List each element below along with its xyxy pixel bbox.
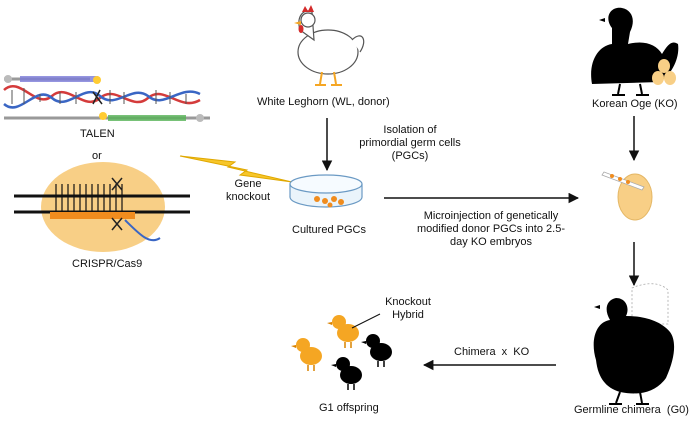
label-isolation-line1: Isolation of <box>383 124 437 136</box>
flow-arrows <box>321 116 640 371</box>
label-gene-knockout-line1: Gene <box>234 178 262 190</box>
embryo-egg-icon <box>601 171 653 221</box>
black-chick-icon <box>331 357 362 390</box>
petri-dish-icon <box>289 174 363 208</box>
label-talen: TALEN <box>80 128 115 140</box>
black-chick-icon <box>361 334 392 367</box>
label-microinjection-line2: modified donor PGCs into 2.5- <box>417 223 565 235</box>
label-white-leghorn: White Leghorn (WL, donor) <box>257 96 390 108</box>
label-isolation: Isolation of primordial germ cells (PGCs… <box>350 124 470 163</box>
label-microinjection: Microinjection of genetically modified d… <box>406 210 576 249</box>
label-gene-knockout: Gene knockout <box>218 178 278 204</box>
label-crispr: CRISPR/Cas9 <box>72 258 143 270</box>
white-chicken-icon <box>294 5 365 86</box>
label-knockout-hybrid: Knockout Hybrid <box>378 296 438 322</box>
eggs-icon <box>652 59 676 85</box>
label-microinjection-line1: Microinjection of genetically <box>423 210 559 222</box>
label-isolation-line2: primordial germ cells <box>359 137 461 149</box>
label-knockout-hybrid-line1: Knockout <box>385 296 431 308</box>
chimera-hen-icon <box>593 283 675 405</box>
label-cross: Chimera x KO <box>454 346 530 358</box>
crispr-cas9-icon <box>14 162 190 252</box>
label-or: or <box>92 150 102 162</box>
label-g1-offspring: G1 offspring <box>319 402 379 414</box>
label-knockout-hybrid-line2: Hybrid <box>392 309 424 321</box>
label-isolation-line3: (PGCs) <box>391 150 429 162</box>
talen-dna-icon <box>3 75 210 122</box>
black-hen-icon <box>591 7 679 96</box>
label-microinjection-line3: day KO embryos <box>450 236 532 248</box>
label-germline-chimera: Germline chimera (G0) <box>574 404 689 416</box>
label-korean-oge: Korean Oge (KO) <box>592 98 678 110</box>
pointer-knockout-hybrid <box>351 313 381 329</box>
orange-chick-icon <box>327 315 359 348</box>
label-cultured-pgcs: Cultured PGCs <box>292 224 366 236</box>
label-gene-knockout-line2: knockout <box>225 191 271 203</box>
orange-chick-icon <box>291 338 322 371</box>
